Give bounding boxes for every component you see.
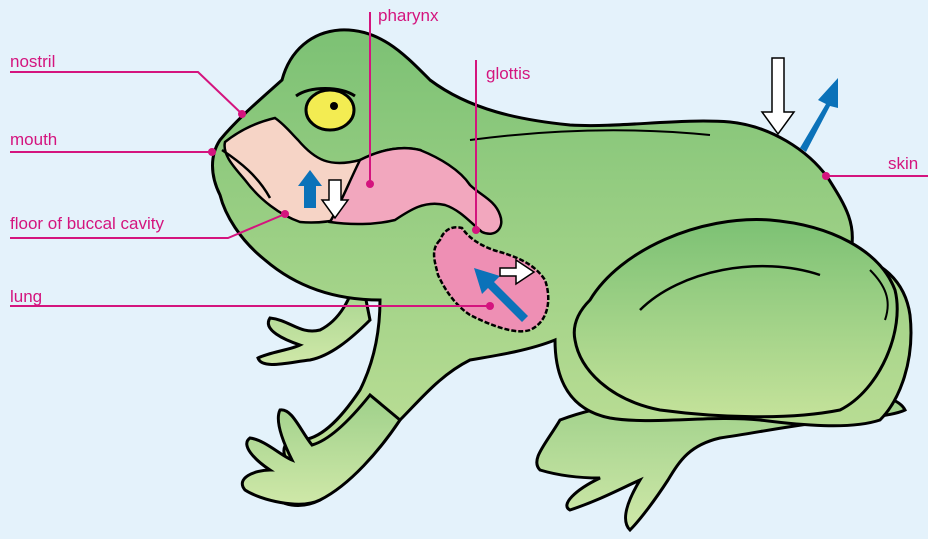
label-skin: skin [888, 154, 918, 174]
air-in-arrow-skin [762, 58, 794, 134]
air-out-arrow-skin [800, 78, 838, 152]
label-mouth: mouth [10, 130, 57, 150]
eye [306, 90, 354, 130]
label-nostril: nostril [10, 52, 55, 72]
near-front-leg [242, 395, 400, 504]
label-lung: lung [10, 287, 42, 307]
label-pharynx: pharynx [378, 6, 438, 26]
label-glottis: glottis [486, 64, 530, 84]
label-floor-of-buccal-cavity: floor of buccal cavity [10, 214, 164, 234]
